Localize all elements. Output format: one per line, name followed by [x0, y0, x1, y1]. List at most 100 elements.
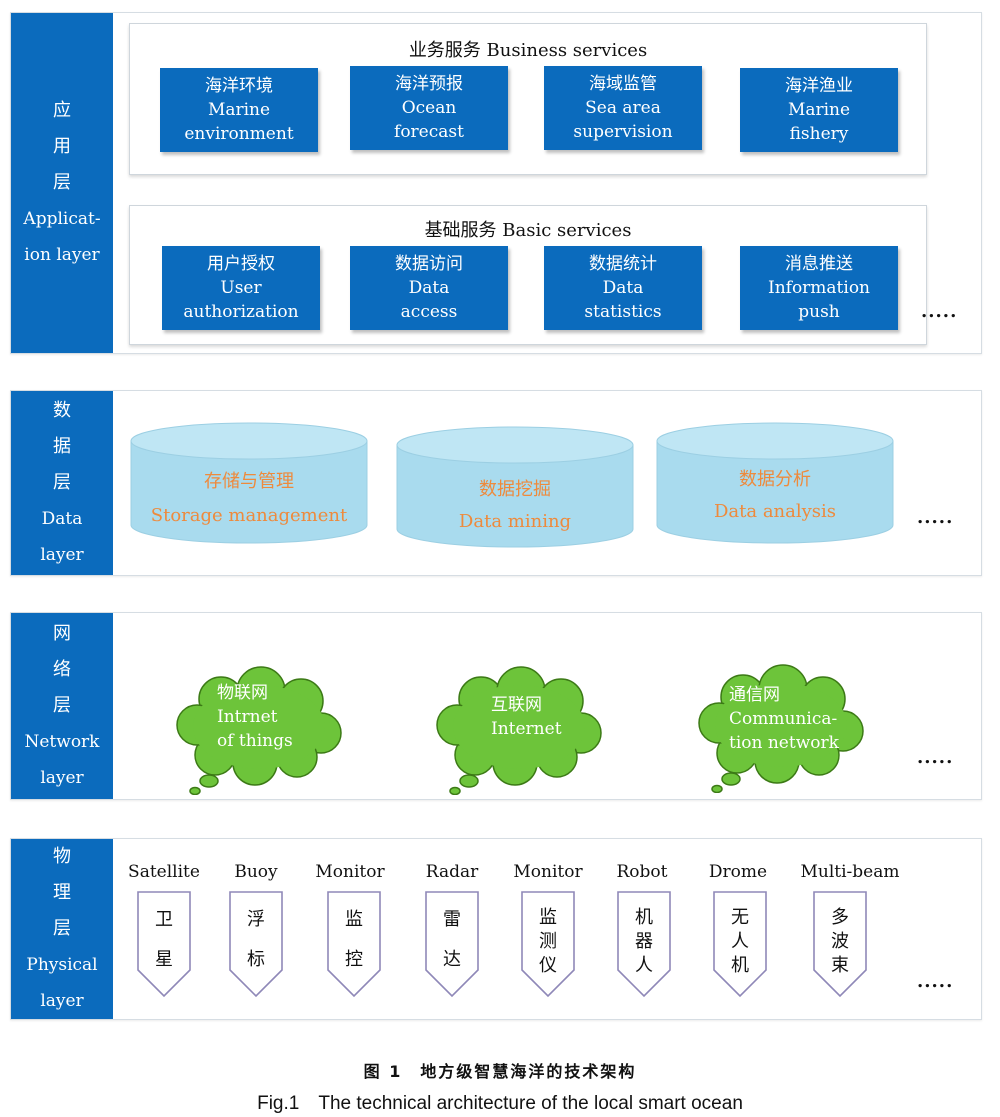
tag-shape — [617, 891, 671, 998]
data-mining-cylinder[interactable]: 数据挖掘 Data mining — [395, 425, 635, 549]
drone-tag[interactable]: 无 人 机 — [712, 890, 768, 998]
service-ocean-forecast[interactable]: 海洋预报 Ocean forecast — [350, 66, 508, 150]
label-cn-char: 应 — [53, 100, 71, 121]
label-en-line: layer — [40, 545, 84, 565]
service-cn: 海洋渔业 — [785, 76, 853, 96]
tag-char: 器 — [635, 931, 653, 952]
service-cn: 数据统计 — [589, 254, 657, 274]
service-en: Data — [408, 278, 450, 298]
service-en: User — [220, 278, 262, 298]
service-marine-fishery[interactable]: 海洋渔业 Marine fishery — [740, 68, 898, 152]
data-layer-label: 数 据 层 Data layer — [11, 391, 113, 575]
tag-char: 波 — [831, 931, 849, 952]
label-en-line: Physical — [26, 955, 98, 975]
service-cn: 海域监管 — [589, 74, 657, 94]
cloud-line: Communica- — [729, 709, 838, 729]
sensor-label-buoy: Buoy — [234, 862, 278, 882]
service-marine-environment[interactable]: 海洋环境 Marine environment — [160, 68, 318, 152]
service-en: Ocean — [401, 98, 457, 118]
tag-char: 人 — [731, 931, 749, 952]
satellite-tag[interactable]: 卫 星 — [136, 890, 192, 998]
network-layer-label: 网 络 层 Network layer — [11, 613, 113, 799]
sensor-label-monitor: Monitor — [315, 862, 385, 882]
label-cn-char: 理 — [53, 882, 71, 903]
sensor-label-monitor: Monitor — [513, 862, 583, 882]
service-sea-area-supervision[interactable]: 海域监管 Sea area supervision — [544, 66, 702, 150]
tag-char: 达 — [443, 949, 461, 970]
service-en: forecast — [394, 122, 464, 142]
radar-tag[interactable]: 雷 达 — [424, 890, 480, 998]
tag-char: 机 — [635, 907, 653, 928]
tag-char: 卫 — [155, 909, 173, 930]
multi-beam-tag[interactable]: 多 波 束 — [812, 890, 868, 998]
cylinder-label-en: Data analysis — [713, 501, 837, 522]
cylinder-label-cn: 存储与管理 — [204, 471, 294, 492]
monitor-tag[interactable]: 监 控 — [326, 890, 382, 998]
service-data-access[interactable]: 数据访问 Data access — [350, 246, 508, 330]
basic-services-group: 基础服务 Basic services 用户授权 User authorizat… — [129, 205, 927, 345]
cylinder-shape — [130, 422, 368, 544]
iot-cloud[interactable]: 物联网 Intrnet of things — [171, 665, 351, 796]
tag-char: 监 — [345, 909, 363, 930]
service-cn: 数据访问 — [395, 254, 463, 274]
label-cn-char: 数 — [53, 400, 71, 421]
application-layer: 应 用 层 Applicat- ion layer 业务服务 Business … — [10, 12, 982, 354]
cylinder-label-en: Data mining — [458, 511, 572, 532]
service-cn: 消息推送 — [785, 254, 853, 274]
figure-caption-cn: 图 1 地方级智慧海洋的技术架构 — [363, 1062, 637, 1081]
label-en-line: ion layer — [24, 245, 100, 265]
cloud-shape — [698, 664, 864, 794]
label-cn-char: 层 — [53, 918, 71, 939]
label-cn-char: 层 — [53, 472, 71, 493]
internet-cloud[interactable]: 互联网 Internet — [431, 665, 611, 796]
storage-management-cylinder[interactable]: 存储与管理 Storage management — [129, 421, 369, 545]
service-data-statistics[interactable]: 数据统计 Data statistics — [544, 246, 702, 330]
cylinder-shape — [396, 426, 634, 548]
communication-network-cloud[interactable]: 通信网 Communica- tion network — [693, 663, 873, 794]
tag-shape — [137, 891, 191, 998]
data-analysis-cylinder[interactable]: 数据分析 Data analysis — [655, 421, 895, 545]
service-en: Sea area — [585, 98, 661, 118]
tag-char: 雷 — [443, 909, 461, 930]
ellipsis: ..... — [917, 747, 954, 768]
service-en: Information — [767, 278, 871, 298]
label-en-line: Network — [24, 732, 100, 752]
buoy-tag[interactable]: 浮 标 — [228, 890, 284, 998]
label-cn-char: 网 — [53, 623, 71, 644]
monitoring-instrument-tag[interactable]: 监 测 仪 — [520, 890, 576, 998]
service-en: authorization — [183, 302, 299, 322]
cloud-line: of things — [217, 731, 293, 751]
sensor-label-radar: Radar — [425, 862, 479, 882]
label-en-line: Data — [41, 509, 83, 529]
label-cn-char: 物 — [53, 846, 71, 867]
tag-shape — [425, 891, 479, 998]
cylinder-label-cn: 数据分析 — [739, 469, 811, 490]
tag-char: 多 — [831, 907, 849, 928]
tag-shape — [521, 891, 575, 998]
robot-tag[interactable]: 机 器 人 — [616, 890, 672, 998]
label-cn-char: 层 — [53, 695, 71, 716]
tag-shape — [229, 891, 283, 998]
ellipsis: ..... — [921, 301, 958, 322]
service-en: fishery — [789, 124, 849, 144]
label-cn-char: 络 — [53, 659, 71, 680]
label-cn-char: 层 — [53, 172, 71, 193]
service-user-authorization[interactable]: 用户授权 User authorization — [162, 246, 320, 330]
tag-shape — [327, 891, 381, 998]
basic-services-title: 基础服务 Basic services — [424, 220, 632, 241]
tag-char: 测 — [539, 931, 557, 952]
service-en: Marine — [787, 100, 851, 120]
service-information-push[interactable]: 消息推送 Information push — [740, 246, 898, 330]
service-en: Marine — [207, 100, 271, 120]
cloud-shape — [436, 666, 602, 796]
data-layer: 数 据 层 Data layer 存储与管理 Storage managemen… — [10, 390, 982, 576]
tag-char: 星 — [155, 949, 173, 970]
label-cn-char: 据 — [53, 436, 71, 457]
service-en: statistics — [584, 302, 662, 322]
sensor-label-multi-beam: Multi-beam — [800, 862, 900, 882]
label-cn-char: 用 — [53, 136, 71, 157]
tag-char: 人 — [635, 955, 653, 976]
tag-char: 控 — [345, 949, 363, 970]
cylinder-label-cn: 数据挖掘 — [479, 479, 551, 500]
service-en: push — [798, 302, 840, 322]
